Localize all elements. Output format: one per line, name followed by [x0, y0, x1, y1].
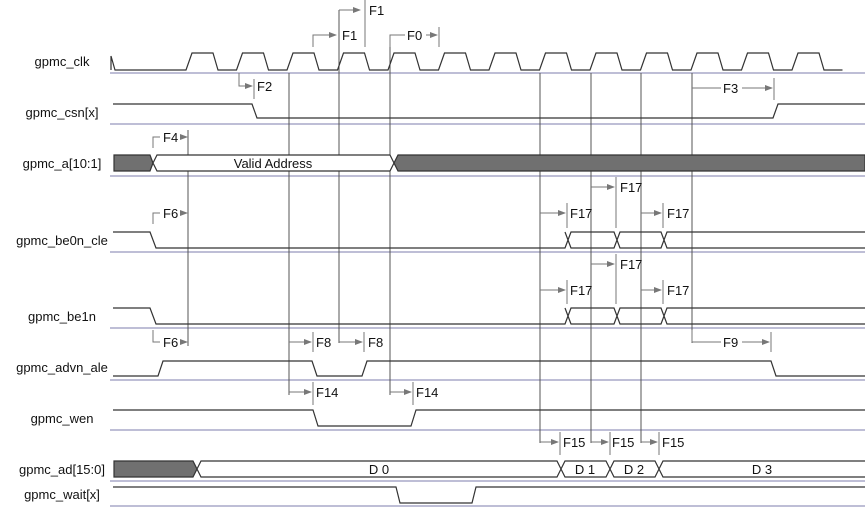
timing-f17-be0n: F17 F17 F17 — [540, 177, 689, 228]
svg-text:F17: F17 — [570, 283, 592, 298]
waveform-be0n — [113, 231, 865, 249]
waveform-wait — [113, 486, 865, 504]
svg-text:F2: F2 — [257, 79, 272, 94]
svg-text:F14: F14 — [416, 385, 438, 400]
svg-text:F17: F17 — [570, 206, 592, 221]
timing-f1-lower: F1 — [312, 28, 357, 47]
timing-f2: F2 — [238, 73, 272, 99]
bus-value-address: Valid Address — [234, 156, 313, 171]
waveform-csn — [113, 103, 865, 119]
signal-label-wen: gpmc_wen — [31, 411, 94, 426]
bus-value-d1: D 1 — [575, 462, 595, 477]
signal-label-clk: gpmc_clk — [35, 54, 90, 69]
svg-text:F15: F15 — [662, 435, 684, 450]
svg-text:F17: F17 — [667, 206, 689, 221]
svg-text:F17: F17 — [620, 257, 642, 272]
svg-text:F8: F8 — [316, 335, 331, 350]
svg-text:F3: F3 — [723, 81, 738, 96]
bus-value-d3: D 3 — [752, 462, 772, 477]
timing-f0: F0 — [389, 27, 440, 47]
svg-text:F17: F17 — [667, 283, 689, 298]
timing-f9: F9 — [691, 330, 772, 352]
svg-text:F15: F15 — [563, 435, 585, 450]
timing-f3: F3 — [692, 78, 775, 100]
signal-label-ad: gpmc_ad[15:0] — [19, 462, 105, 477]
timing-f6-upper: F6 — [152, 206, 188, 224]
signal-label-be1n: gpmc_be1n — [28, 309, 96, 324]
svg-text:F9: F9 — [723, 335, 738, 350]
waveform-wen — [113, 409, 865, 427]
bus-value-d2: D 2 — [624, 462, 644, 477]
svg-text:F6: F6 — [163, 206, 178, 221]
signal-labels: gpmc_clk gpmc_csn[x] gpmc_a[10:1] gpmc_b… — [16, 54, 108, 502]
timing-f15: F15 F15 F15 — [540, 432, 684, 455]
timing-f8-second: F8 — [339, 332, 383, 352]
svg-text:F6: F6 — [163, 335, 178, 350]
row-separators — [110, 72, 865, 507]
svg-text:F0: F0 — [407, 28, 422, 43]
signal-label-wait: gpmc_wait[x] — [24, 487, 100, 502]
svg-text:F1: F1 — [369, 3, 384, 18]
svg-text:F15: F15 — [612, 435, 634, 450]
waveform-ad: D 0 D 1 D 2 D 3 — [113, 460, 865, 478]
timing-f14-second: F14 — [390, 382, 438, 405]
bus-value-d0: D 0 — [369, 462, 389, 477]
timing-f14-first: F14 — [289, 382, 338, 405]
timing-f1-upper: F1 — [339, 0, 384, 47]
svg-text:F1: F1 — [342, 28, 357, 43]
waveform-be1n — [113, 307, 865, 325]
signal-label-csn: gpmc_csn[x] — [26, 105, 99, 120]
waveform-a: Valid Address — [113, 154, 865, 172]
timing-f6-lower: F6 — [152, 330, 188, 350]
svg-text:F4: F4 — [163, 130, 178, 145]
svg-text:F17: F17 — [620, 180, 642, 195]
timing-f17-be1n: F17 F17 F17 — [540, 254, 689, 304]
signal-label-be0n: gpmc_be0n_cle — [16, 233, 108, 248]
timing-f8-first: F8 — [289, 332, 331, 352]
timing-f4: F4 — [152, 130, 188, 148]
waveform-clk — [110, 52, 843, 71]
signal-label-advn: gpmc_advn_ale — [16, 360, 108, 375]
signal-label-a: gpmc_a[10:1] — [23, 156, 102, 171]
timing-annotations: F1 F1 F0 F2 F3 F4 F6 — [152, 0, 775, 455]
svg-text:F8: F8 — [368, 335, 383, 350]
svg-text:F14: F14 — [316, 385, 338, 400]
waveform-advn — [113, 360, 865, 377]
